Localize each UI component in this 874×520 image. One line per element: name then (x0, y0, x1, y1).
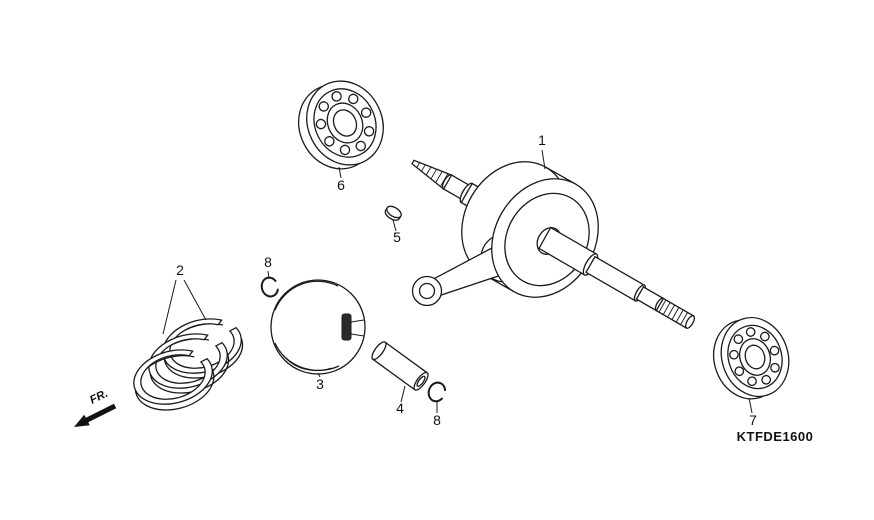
part-label-bearing-7: 7 (749, 412, 757, 428)
bearing-7-bore (744, 344, 766, 370)
leader-line-3 (317, 372, 321, 378)
part-label-circlip-left: 8 (264, 254, 272, 270)
piston-ring-second (148, 333, 230, 394)
pin-bore (416, 375, 426, 387)
leader-line-7 (748, 397, 753, 414)
fr-direction-marker: FR. (74, 388, 117, 427)
crank-left-shaft (411, 159, 495, 216)
part-label-piston: 3 (316, 376, 324, 392)
bearing-6-outer-race (306, 80, 384, 166)
diagram-code: KTFDE1600 (737, 429, 814, 444)
crankshaft-drawing (411, 159, 696, 329)
leader-line-1 (541, 149, 546, 170)
piston-ring-oil (133, 349, 215, 411)
bearing-6-drawing (298, 80, 384, 170)
bearing-7-outer-race (720, 316, 790, 398)
fr-label: FR. (88, 388, 110, 407)
part-label-ring-set: 2 (176, 262, 184, 278)
leader-line-6 (338, 166, 342, 179)
circlip-left-drawing (260, 276, 279, 298)
piston-drawing (270, 279, 366, 375)
fr-arrow-icon (74, 403, 117, 427)
piston-skirt-line (274, 342, 340, 372)
crank-right-shaft (538, 226, 696, 329)
bearing-6-bore (332, 109, 358, 137)
leader-line-2a (162, 279, 177, 335)
part-label-key: 5 (393, 229, 401, 245)
spline-hatching (658, 299, 688, 325)
bearing-6-inner-race (326, 102, 364, 144)
bearing-7-drawing (713, 316, 790, 400)
woodruff-key-drawing (384, 205, 402, 221)
part-label-piston-pin: 4 (396, 400, 404, 416)
piston-crown-line (274, 280, 339, 311)
part-label-circlip-right: 8 (433, 412, 441, 428)
piston-pin-boss-slot (341, 313, 352, 341)
part-label-bearing-6: 6 (337, 177, 345, 193)
piston-pin-drawing (371, 341, 429, 391)
bearing-7-balls (729, 327, 780, 387)
leader-line-8a (267, 270, 270, 280)
rod-small-end-bore (418, 282, 436, 300)
bearing-6-balls (315, 91, 375, 156)
leader-line-5 (392, 219, 397, 232)
part-label-crankshaft: 1 (538, 132, 546, 148)
bearing-7-inner-race (738, 338, 772, 376)
circlip-right-drawing (427, 381, 447, 403)
piston-skirt-line-2 (282, 354, 332, 372)
leader-line-2b (183, 279, 207, 321)
piston-ring-top (162, 318, 244, 379)
leader-line-4 (400, 385, 406, 403)
rod-small-end (411, 275, 443, 307)
part-labels: 1 2 3 4 5 6 7 8 8 (176, 132, 757, 428)
leader-lines (162, 149, 753, 414)
piston-ring-set-drawing (133, 318, 244, 411)
